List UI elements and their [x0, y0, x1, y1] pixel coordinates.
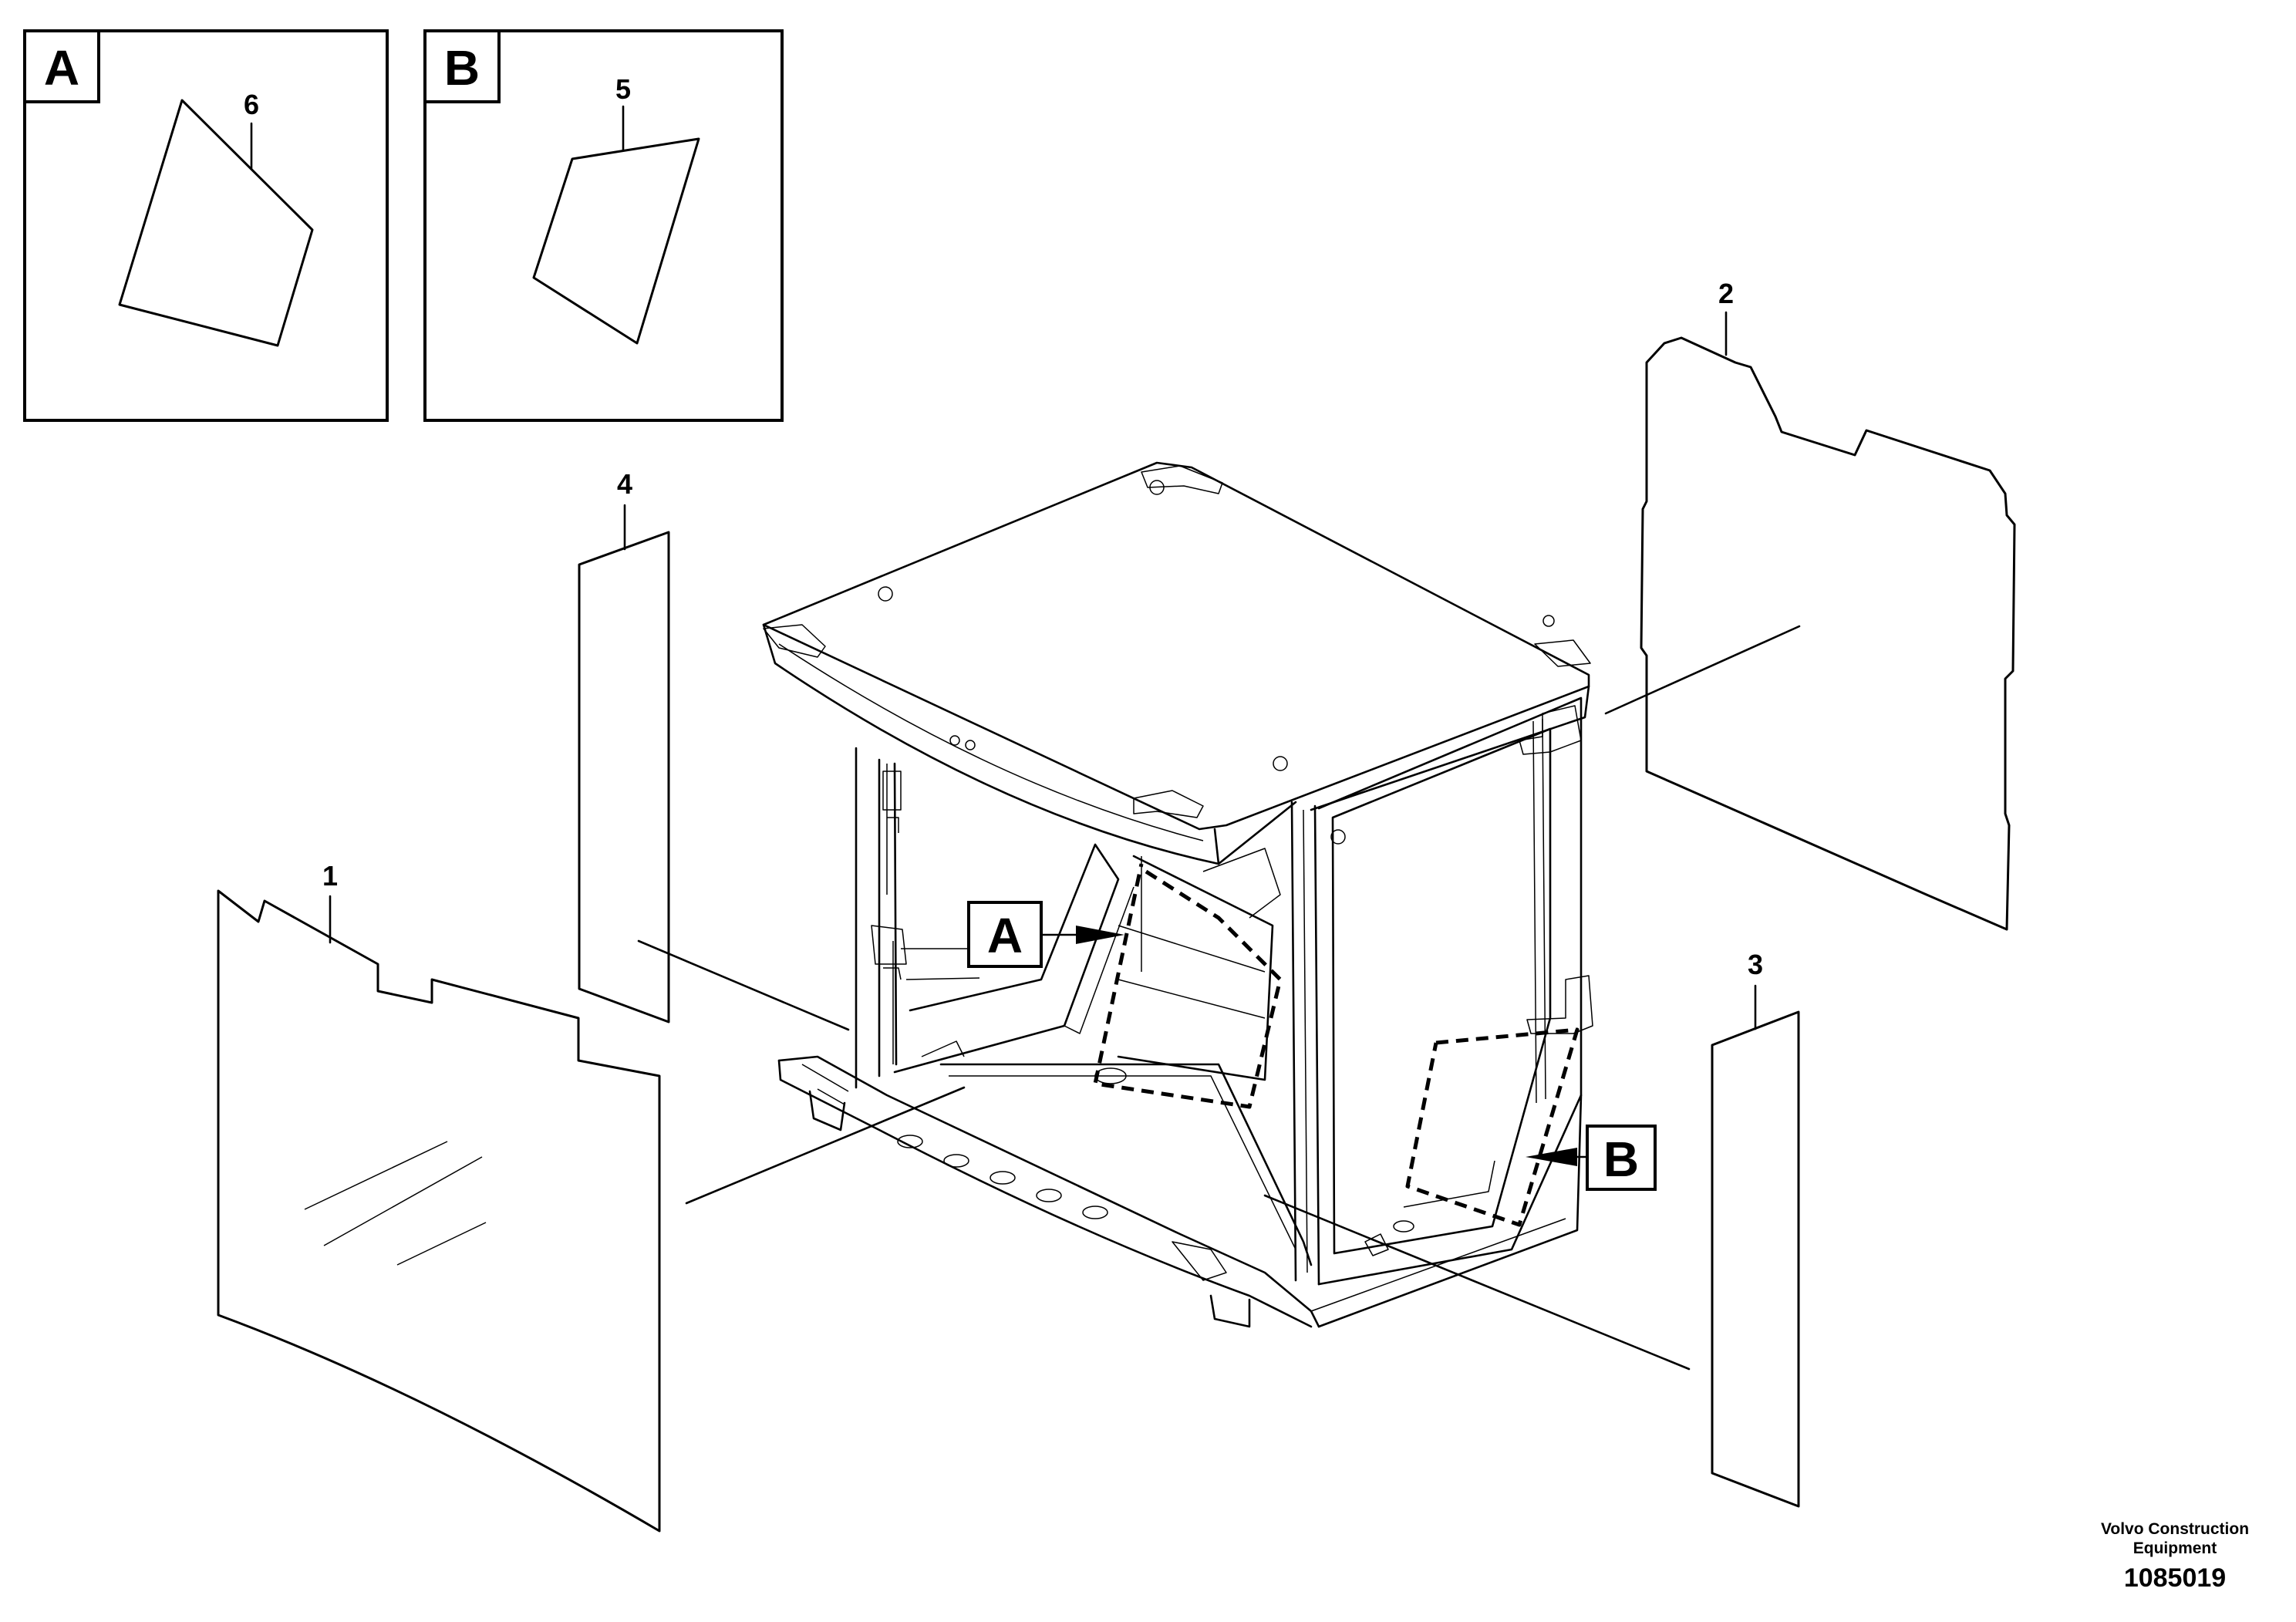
glass-part-4: 4 — [578, 468, 850, 1031]
glass-part-5 — [532, 137, 700, 345]
drawing-number: 1085019 — [2124, 1563, 2226, 1593]
callout-1: 1 — [322, 860, 338, 892]
leader-line-3 — [1263, 1194, 1691, 1371]
callout-5: 5 — [615, 73, 631, 105]
callout-6: 6 — [244, 89, 259, 120]
dashed-outline-b — [1405, 1027, 1580, 1227]
detail-view-b: B 5 — [423, 29, 784, 422]
glass-part-1: 1 — [217, 860, 966, 1533]
detail-label-box-a — [23, 29, 100, 103]
company-line-1: Volvo Construction — [2101, 1520, 2249, 1538]
svg-text:B: B — [1603, 1131, 1639, 1187]
drawing-footer: Volvo Construction Equipment 1085019 — [2101, 1520, 2249, 1593]
leader-line-2 — [1604, 625, 1801, 715]
svg-text:A: A — [987, 908, 1023, 963]
glass-part-6 — [118, 99, 314, 347]
callout-4: 4 — [617, 468, 632, 500]
view-marker-b: B — [1526, 1125, 1657, 1191]
callout-3: 3 — [1748, 949, 1763, 980]
detail-label-b: B — [444, 40, 480, 96]
detail-view-a: A 6 — [23, 29, 389, 422]
glass-part-2: 2 — [1604, 278, 2016, 931]
leader-line-1 — [685, 1086, 966, 1205]
callout-2: 2 — [1718, 278, 1734, 309]
glass-part-3: 3 — [1263, 949, 1800, 1508]
dashed-outline-a — [1093, 863, 1283, 1109]
company-line-2: Equipment — [2133, 1539, 2217, 1557]
view-marker-a: A — [967, 901, 1124, 968]
detail-label-a: A — [44, 40, 79, 96]
cab-frame — [762, 461, 1593, 1328]
detail-label-box-b — [423, 29, 501, 103]
leader-line-4 — [637, 939, 850, 1031]
